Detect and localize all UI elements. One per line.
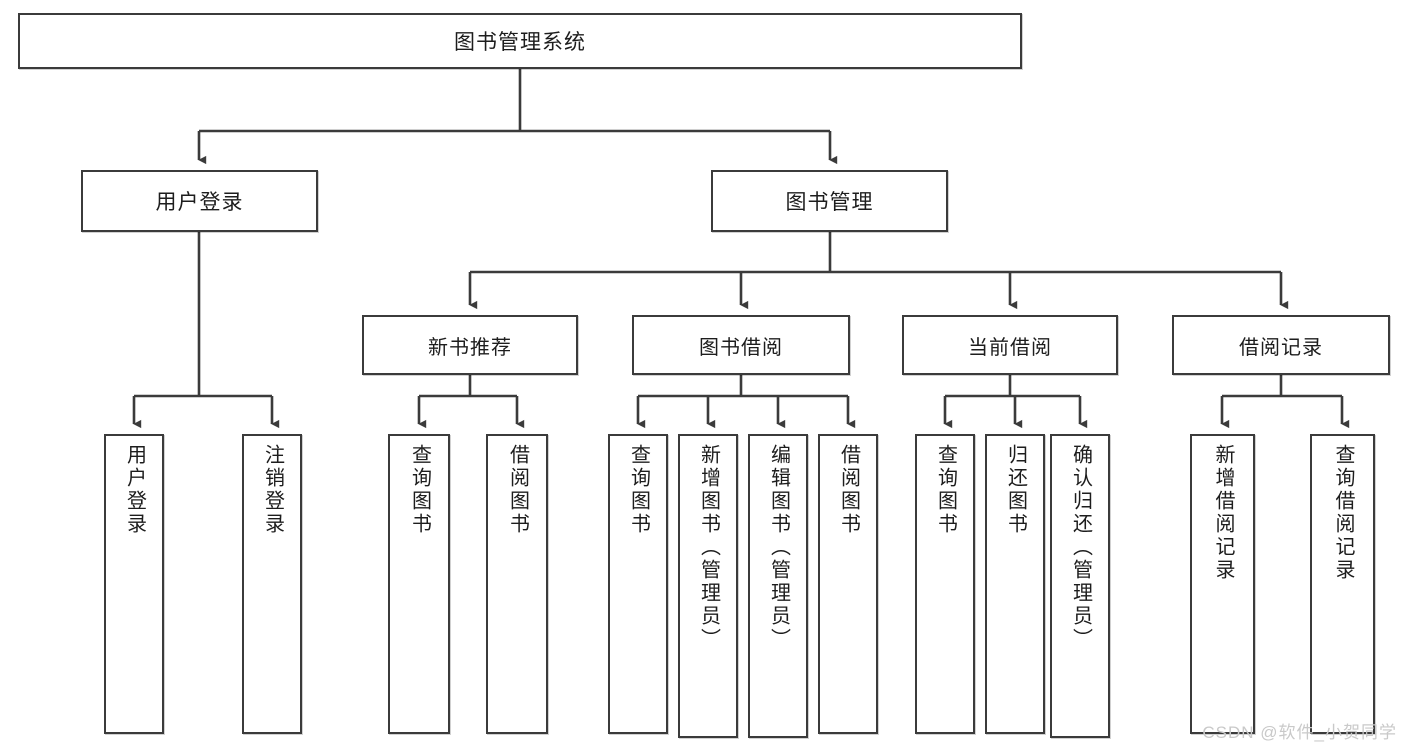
node-user-login-label: 用户登录 xyxy=(155,191,244,214)
leaf-user-logout[interactable]: 注销登录 xyxy=(242,434,302,734)
leaf-query-book-current[interactable]: 查询图书 xyxy=(915,434,975,734)
leaf-add-book-admin[interactable]: 新增图书（管理员） xyxy=(678,434,738,738)
node-book-borrow[interactable]: 图书借阅 xyxy=(632,315,850,375)
watermark: CSDN @软件_小贺同学 xyxy=(1202,723,1397,742)
leaf-label: 注销登录 xyxy=(261,444,284,536)
leaf-return-book[interactable]: 归还图书 xyxy=(985,434,1045,734)
leaf-label: 查询图书 xyxy=(627,444,650,536)
leaf-borrow-book-recommend[interactable]: 借阅图书 xyxy=(486,434,548,734)
leaf-label: 借阅图书 xyxy=(506,444,529,536)
node-borrow-records-label: 借阅记录 xyxy=(1239,336,1323,359)
node-book-borrow-label: 图书借阅 xyxy=(699,336,783,359)
leaf-label: 用户登录 xyxy=(123,444,146,536)
leaf-add-borrow-record[interactable]: 新增借阅记录 xyxy=(1190,434,1255,734)
leaf-label: 归还图书 xyxy=(1004,444,1027,536)
node-current-borrow[interactable]: 当前借阅 xyxy=(902,315,1118,375)
leaf-label: 查询图书 xyxy=(408,444,431,536)
leaf-label: 借阅图书 xyxy=(837,444,860,536)
node-borrow-records[interactable]: 借阅记录 xyxy=(1172,315,1390,375)
leaf-label: 新增图书（管理员） xyxy=(697,444,720,651)
leaf-label: 查询图书 xyxy=(934,444,957,536)
leaf-query-book-borrow[interactable]: 查询图书 xyxy=(608,434,668,734)
leaf-query-borrow-record[interactable]: 查询借阅记录 xyxy=(1310,434,1375,734)
leaf-label: 新增借阅记录 xyxy=(1212,444,1234,582)
node-root-label: 图书管理系统 xyxy=(454,31,586,54)
leaf-confirm-return-admin[interactable]: 确认归还（管理员） xyxy=(1050,434,1110,738)
node-current-borrow-label: 当前借阅 xyxy=(968,336,1052,359)
leaf-label: 查询借阅记录 xyxy=(1332,444,1354,582)
node-user-login[interactable]: 用户登录 xyxy=(81,170,318,232)
leaf-user-login[interactable]: 用户登录 xyxy=(104,434,164,734)
node-new-book-recommend[interactable]: 新书推荐 xyxy=(362,315,578,375)
node-book-management-label: 图书管理 xyxy=(785,191,874,214)
leaf-label: 编辑图书（管理员） xyxy=(767,444,790,651)
leaf-borrow-book[interactable]: 借阅图书 xyxy=(818,434,878,734)
node-new-book-recommend-label: 新书推荐 xyxy=(428,336,512,359)
leaf-label: 确认归还（管理员） xyxy=(1069,444,1092,651)
node-book-management[interactable]: 图书管理 xyxy=(711,170,948,232)
leaf-query-book-recommend[interactable]: 查询图书 xyxy=(388,434,450,734)
leaf-edit-book-admin[interactable]: 编辑图书（管理员） xyxy=(748,434,808,738)
node-root[interactable]: 图书管理系统 xyxy=(18,13,1022,69)
